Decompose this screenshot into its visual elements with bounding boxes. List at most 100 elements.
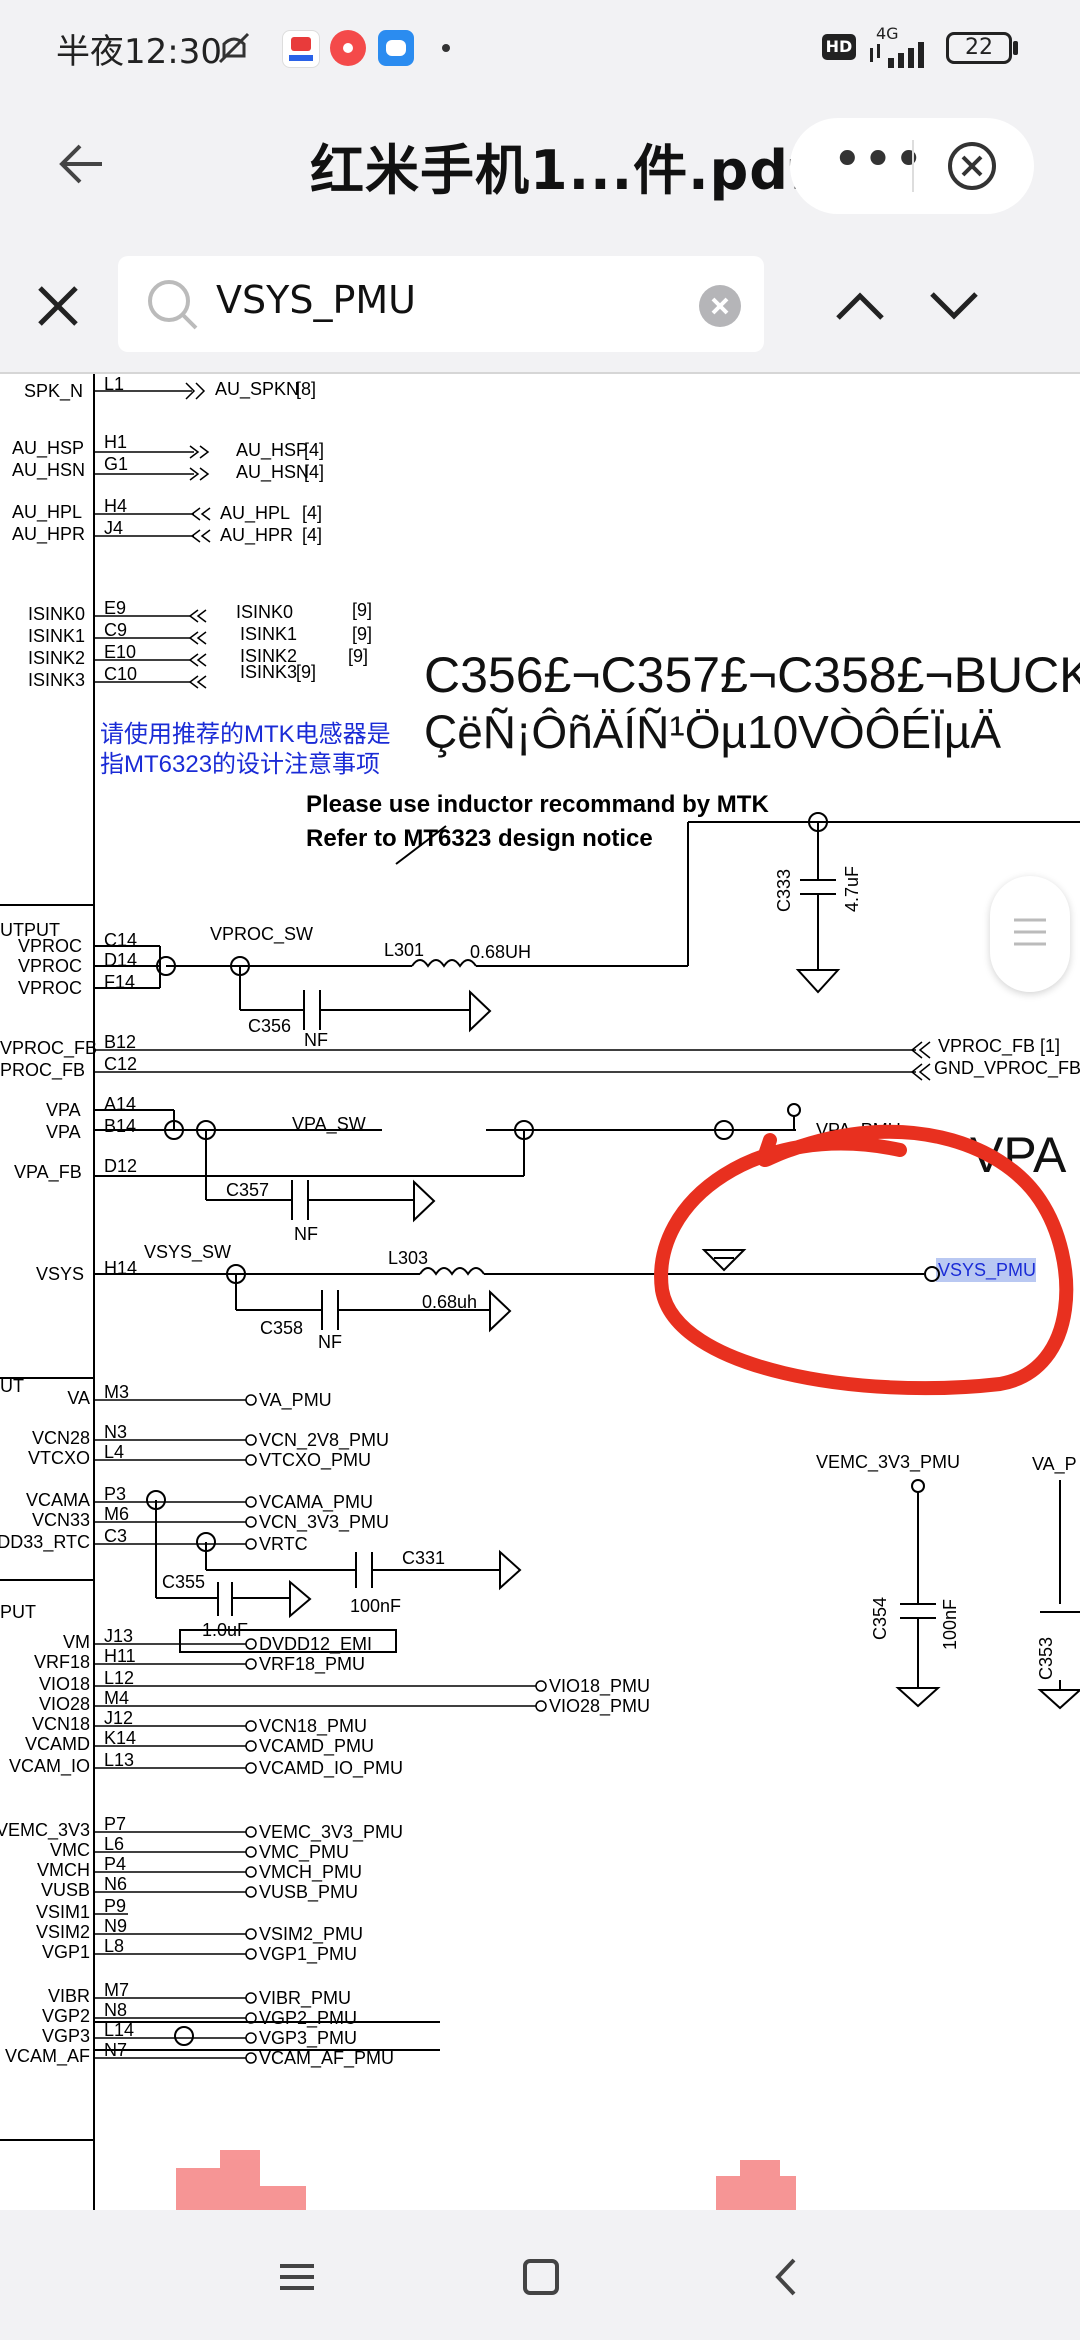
partial-label: UT xyxy=(0,1376,24,1396)
ldo-terminal xyxy=(245,1434,257,1446)
c333: C333 xyxy=(774,869,794,912)
ldo-output: VCAM_AF_PMU xyxy=(259,2048,394,2069)
search-field[interactable]: VSYS_PMU xyxy=(118,256,764,352)
cn-note-line-1: 请使用推荐的MTK电感器是 xyxy=(100,721,391,748)
ldo-net: VMC xyxy=(50,1840,90,1860)
ldo-output: VCAMD_IO_PMU xyxy=(259,1758,403,1779)
ldo-net: VGP3 xyxy=(42,2026,90,2046)
battery-icon: 22 xyxy=(946,32,1012,64)
pin-number: E9 xyxy=(104,598,126,618)
ldo-pin: K14 xyxy=(104,1728,136,1748)
search-icon xyxy=(148,280,198,330)
mini-program-capsule: ••• xyxy=(790,118,1034,214)
ldo-output: VUSB_PMU xyxy=(259,1882,358,1903)
pin-ref: [4] xyxy=(304,440,324,460)
status-time: 半夜12:30 xyxy=(56,32,222,72)
pin-number: H1 xyxy=(104,432,127,452)
ldo-net: VIO18 xyxy=(39,1674,90,1694)
pin-net: AU_HSP xyxy=(12,438,84,459)
ldo-output: VCN18_PMU xyxy=(259,1716,367,1737)
ldo-output: VMCH_PMU xyxy=(259,1862,362,1883)
back-arrow-icon[interactable] xyxy=(52,132,116,196)
close-search-icon[interactable] xyxy=(28,276,88,336)
c358: C358 xyxy=(260,1318,303,1338)
pin-ref: [9] xyxy=(348,646,368,666)
l303: L303 xyxy=(388,1248,428,1268)
ldo-pin: N8 xyxy=(104,2000,127,2020)
pin-dest: AU_HSP xyxy=(236,440,308,461)
pin-dest: AU_SPKN xyxy=(215,379,299,400)
ldo-terminal xyxy=(245,1928,257,1940)
pin-number: L1 xyxy=(104,374,124,394)
next-match-icon[interactable] xyxy=(924,280,984,330)
ldo-terminal xyxy=(245,1516,257,1528)
c356: C356 xyxy=(248,1016,291,1036)
menu-icon[interactable] xyxy=(272,2252,322,2302)
ldo-output: VCAMD_PMU xyxy=(259,1736,374,1757)
scroll-grip-icon xyxy=(1014,918,1046,946)
pin-number: E10 xyxy=(104,642,136,662)
pin-net: ISINK0 xyxy=(28,604,85,624)
ldo-net: VCN28 xyxy=(32,1428,90,1448)
ldo-terminal xyxy=(245,1886,257,1898)
ldo-output: VGP2_PMU xyxy=(259,2008,357,2029)
ldo-terminal xyxy=(245,1826,257,1838)
vsys-net: VSYS xyxy=(36,1264,84,1284)
ldo-pin: M3 xyxy=(104,1382,129,1402)
ldo-terminal xyxy=(245,1454,257,1466)
pin-dest: AU_HSN xyxy=(236,462,309,483)
pin-number: C10 xyxy=(104,664,137,684)
pin-number: C9 xyxy=(104,620,127,640)
previous-match-icon[interactable] xyxy=(830,280,890,330)
find-in-document-bar: VSYS_PMU xyxy=(0,246,1080,374)
ldo-net: VRF18 xyxy=(34,1652,90,1672)
pdf-page-view[interactable]: SPK_N L1 AU_SPKN [8] AU_HSP H1 AU_HSP [4… xyxy=(0,374,1080,2210)
ldo-terminal xyxy=(245,1762,257,1774)
fb-pin: C12 xyxy=(104,1054,137,1074)
l301: L301 xyxy=(384,940,424,960)
ldo-pin: N6 xyxy=(104,1874,127,1894)
search-input[interactable]: VSYS_PMU xyxy=(216,278,416,322)
c354: C354 xyxy=(870,1597,890,1640)
clear-search-icon[interactable] xyxy=(698,284,742,328)
ldo-terminal xyxy=(245,1866,257,1878)
ldo-terminal xyxy=(245,1638,257,1650)
fb-net: VPROC_FB xyxy=(0,1038,97,1059)
more-notifications-dot xyxy=(442,44,450,52)
fb-dest: GND_VPROC_FB xyxy=(934,1058,1080,1079)
vpa-net: VPA_FB xyxy=(14,1162,82,1183)
battery-level: 22 xyxy=(965,35,993,60)
vproc-net: VPROC xyxy=(18,978,82,998)
signal-icon xyxy=(870,42,924,68)
ldo-output: VIO28_PMU xyxy=(549,1696,650,1717)
ldo-terminal xyxy=(245,1538,257,1550)
ldo-output: VMC_PMU xyxy=(259,1842,349,1863)
ldo-output: VCAMA_PMU xyxy=(259,1492,373,1513)
pin-number: G1 xyxy=(104,454,128,474)
back-icon[interactable] xyxy=(762,2252,812,2302)
ldo-pin: L8 xyxy=(104,1936,124,1956)
ldo-pin: L6 xyxy=(104,1834,124,1854)
pin-net: AU_HPR xyxy=(12,524,85,545)
ldo-output: VTCXO_PMU xyxy=(259,1450,371,1471)
ldo-output: VA_PMU xyxy=(259,1390,332,1411)
partial-label: PUT xyxy=(0,1602,36,1622)
ldo-terminal xyxy=(245,2052,257,2064)
home-icon[interactable] xyxy=(516,2252,566,2302)
ldo-terminal xyxy=(245,1658,257,1670)
c331-val: 100nF xyxy=(350,1596,401,1616)
vpa-net: VPA xyxy=(46,1122,81,1142)
ldo-pin: N9 xyxy=(104,1916,127,1936)
ldo-terminal xyxy=(245,2032,257,2044)
scroll-handle[interactable] xyxy=(990,876,1070,992)
ldo-terminal xyxy=(535,1680,547,1692)
ldo-pin: P9 xyxy=(104,1896,126,1916)
close-circle-icon[interactable] xyxy=(942,136,1002,196)
ldo-net: VA xyxy=(67,1388,90,1408)
ldo-net: VSIM2 xyxy=(36,1922,90,1942)
more-icon[interactable]: ••• xyxy=(831,130,924,190)
ldo-net: VCAM_IO xyxy=(9,1756,90,1777)
pin-net: ISINK1 xyxy=(28,626,85,646)
ldo-output: VGP3_PMU xyxy=(259,2028,357,2049)
ldo-terminal xyxy=(245,1720,257,1732)
